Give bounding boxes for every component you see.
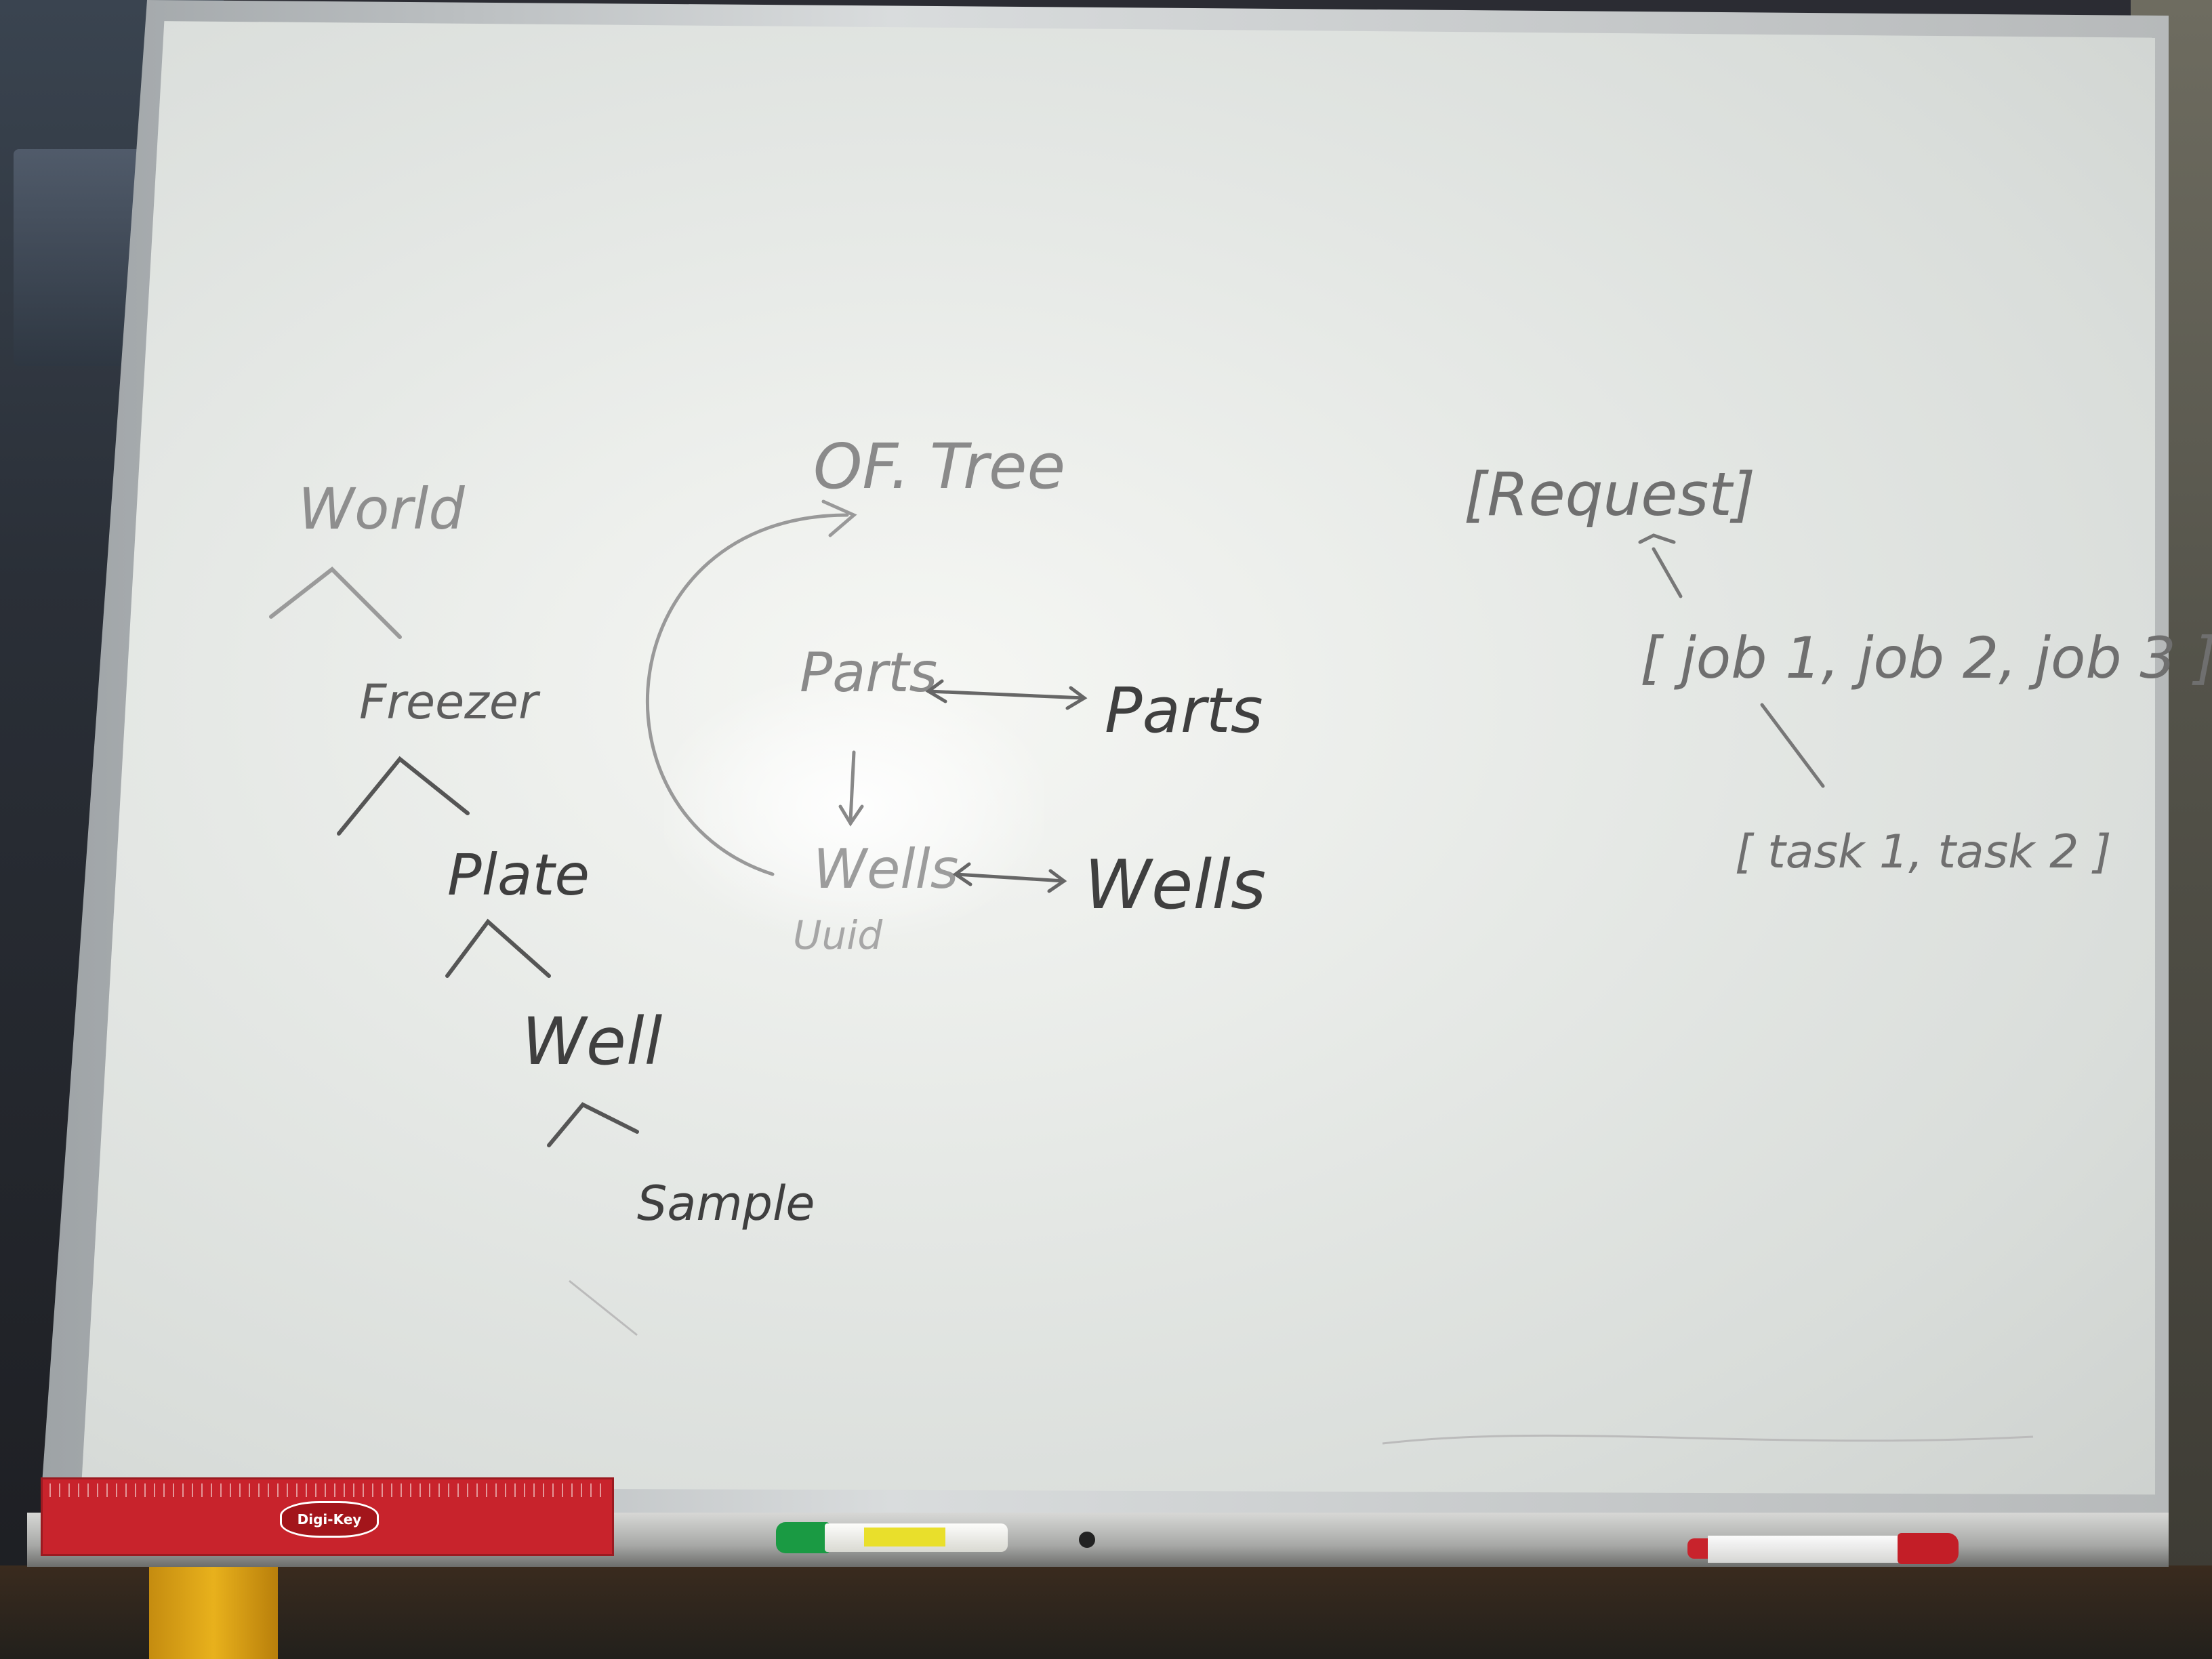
whiteboard-surface — [81, 21, 2155, 1495]
light-glare — [664, 678, 1044, 935]
label-plate: Plate — [447, 842, 590, 908]
label-sample: Sample — [637, 1176, 815, 1231]
eraser-smudges — [569, 1279, 2034, 1445]
easel-leg — [149, 1559, 278, 1659]
label-world: World — [298, 476, 465, 542]
red-marker-cap — [1898, 1533, 1959, 1564]
label-parts-right: Parts — [1105, 674, 1263, 747]
red-marker — [1687, 1533, 1959, 1564]
label-freezer: Freezer — [359, 674, 541, 730]
label-tasks: [ task 1, task 2 ] — [1735, 825, 2112, 879]
ruler-logo: Digi-Key — [280, 1501, 379, 1538]
label-uuid: Uuid — [793, 912, 883, 958]
hierarchy-carets — [269, 567, 639, 1147]
label-well: Well — [522, 1004, 663, 1080]
floor-area — [0, 1565, 2212, 1659]
green-marker-cap — [776, 1522, 830, 1553]
label-request: [Request] — [1464, 459, 1755, 529]
magnet — [1079, 1532, 1095, 1548]
red-marker-body — [1708, 1536, 1904, 1563]
label-of-tree: OF. Tree — [813, 430, 1065, 503]
label-wells-left: Wells — [813, 838, 958, 901]
label-parts-left: Parts — [800, 641, 937, 704]
label-jobs: [ job 1, job 2, job 3 ] — [1640, 625, 2212, 691]
request-connectors — [1638, 533, 1825, 788]
digikey-ruler: Digi-Key — [41, 1477, 614, 1556]
ruler-brand-text: Digi-Key — [297, 1511, 362, 1528]
label-wells-right: Wells — [1084, 845, 1266, 924]
green-marker-label — [864, 1528, 945, 1547]
green-marker — [776, 1522, 1008, 1553]
of-tree-arrows — [646, 499, 1088, 893]
ruler-ticks — [49, 1483, 605, 1497]
